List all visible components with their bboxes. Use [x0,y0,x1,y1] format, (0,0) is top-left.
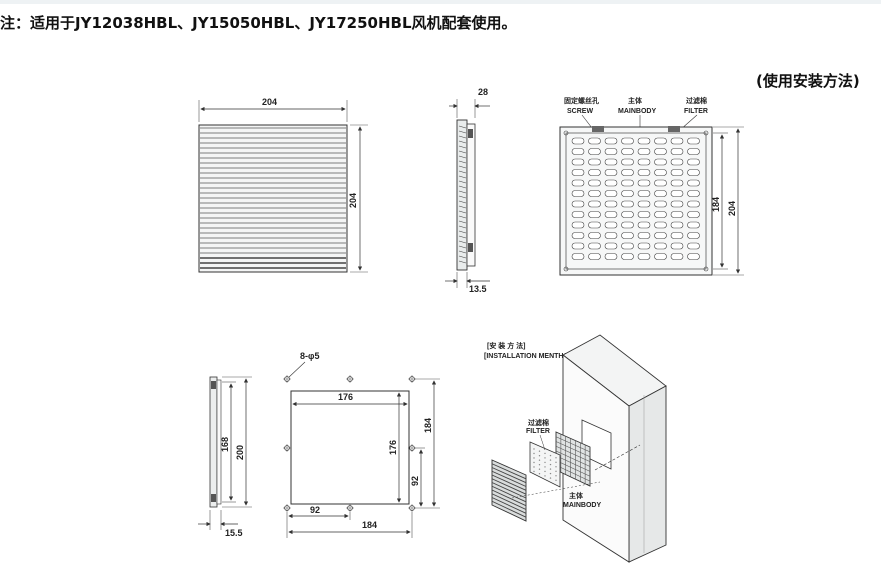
install-mainbody-cn: 主体 [569,491,584,500]
install-mainbody-en: MAINBODY [563,502,601,509]
filter-texture [533,448,557,481]
back-slots [571,137,700,260]
cutout-height-label: 176 [388,440,398,455]
install-filter-en: FILTER [526,428,550,435]
install-filter-cn: 过滤棉 [528,418,549,427]
side-depth-label: 28 [478,87,488,97]
installation-diagram: [安 装 方 法] [INSTALLATION MENTHOD] 过滤棉 FIL… [484,334,667,563]
installation-grille [491,459,527,522]
front-width-label: 204 [262,97,277,107]
half-y-label: 92 [410,476,420,486]
half-x-label: 92 [310,505,320,515]
holes-label: 8-φ5 [300,351,319,361]
back-outer-label: 204 [727,201,737,216]
pitch-y-label: 184 [423,418,433,433]
side-view: 28 13.5 [445,87,490,294]
mounting-holes [283,375,416,512]
front-louvres [200,127,346,269]
pitch-x-label: 184 [362,520,377,530]
small-inner-label: 168 [220,437,230,452]
panel-cutout: 8-φ5 176 176 92 184 92 184 [283,351,440,538]
front-view: 204 204 [198,97,368,273]
cutout-width-label: 176 [338,392,353,402]
side-frame-label: 13.5 [469,284,487,294]
back-inner-label: 184 [711,197,721,212]
side-fins [458,125,467,264]
small-side-view: 168 200 15.5 [198,376,252,538]
cabinet-side [628,385,667,563]
small-depth-label: 15.5 [225,528,243,538]
filter-label-cn: 过滤棉 [686,96,707,105]
screw-label-en: SCREW [567,108,593,115]
front-height-label: 204 [348,193,358,208]
mainbody-label-en: MAINBODY [618,108,656,115]
applicability-note: 注：适用于JY12038HBL、JY15050HBL、JY17250HBL风机配… [0,14,517,32]
install-title-cn: [安 装 方 法] [487,341,526,350]
mainbody-label-cn: 主体 [628,96,643,105]
small-outer-label: 200 [235,445,245,460]
install-title-en: [INSTALLATION MENTHOD] [484,353,576,360]
method-title: (使用安装方法) [756,72,860,90]
filter-label-en: FILTER [684,108,708,115]
installation-filter [529,441,561,488]
screw-label-cn: 固定螺丝孔 [564,96,599,105]
back-view: 固定螺丝孔 SCREW 主体 MAINBODY 过滤棉 FILTER 184 2… [559,96,744,276]
top-bar [0,0,881,4]
